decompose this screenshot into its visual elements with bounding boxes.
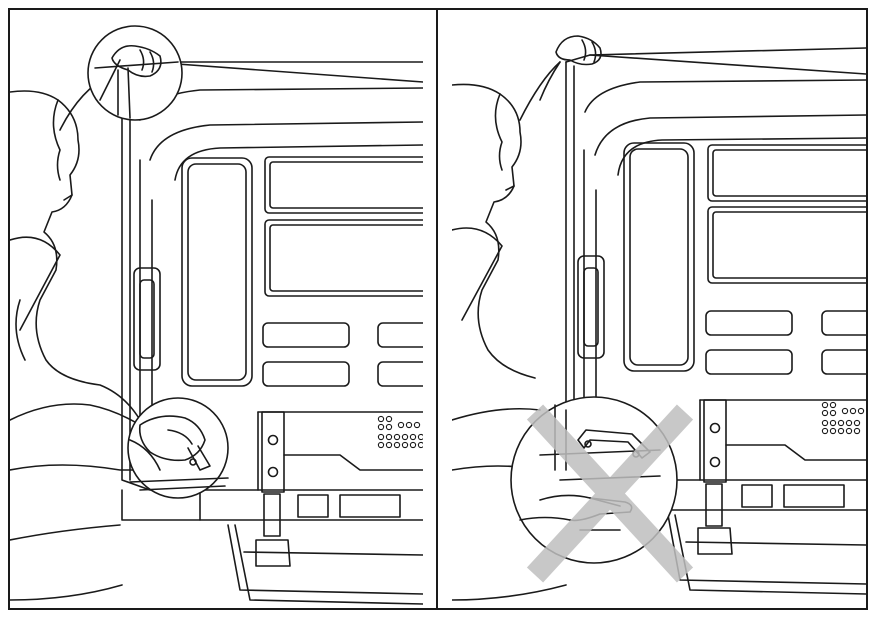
panel-incorrect [452, 35, 866, 601]
speaker-grille-right [821, 401, 865, 435]
person-left [10, 74, 141, 601]
side-handle-right [577, 255, 605, 359]
zoom-circle-bottom-grip [127, 397, 229, 499]
side-handle-left [133, 267, 161, 371]
zoom-circle-top-grip [87, 25, 183, 121]
person-right [452, 35, 602, 601]
recess-tall [181, 157, 253, 387]
panel-correct [10, 25, 423, 605]
recess-upper [264, 156, 423, 214]
incorrect-cross-mark [526, 404, 694, 583]
recess-middle [264, 219, 423, 297]
speaker-grille-left [377, 415, 423, 449]
monitor-rear-right [565, 47, 866, 595]
bracket-left [261, 411, 285, 493]
monitor-rear-left [121, 61, 423, 605]
